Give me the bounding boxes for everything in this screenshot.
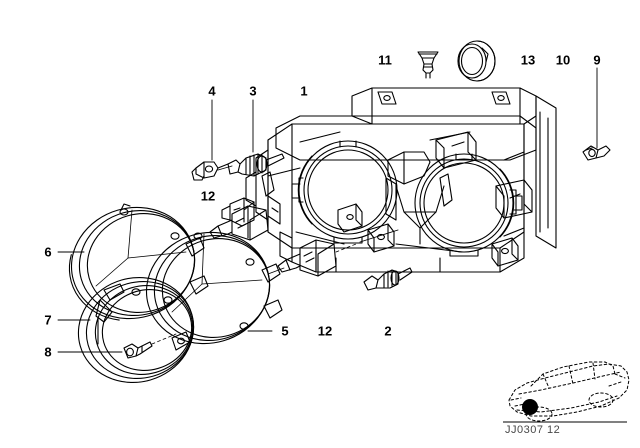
callout-8: 8 <box>44 344 52 360</box>
callout-6: 6 <box>44 244 52 260</box>
callout-13: 13 <box>520 52 536 68</box>
callout-12-upper: 12 <box>200 188 216 204</box>
headlight-position-dot <box>522 399 538 415</box>
callout-3: 3 <box>249 83 257 99</box>
locator-caption: JJ0307 12 <box>505 424 561 436</box>
callout-5: 5 <box>281 323 289 339</box>
callout-12-lower: 12 <box>317 323 333 339</box>
callout-9: 9 <box>593 52 601 68</box>
vehicle-locator: JJ0307 12 <box>497 352 633 444</box>
callout-4: 4 <box>208 83 216 99</box>
callout-10: 10 <box>555 52 571 68</box>
callout-11: 11 <box>378 52 392 68</box>
callout-7: 7 <box>44 312 52 328</box>
callout-1: 1 <box>300 83 308 99</box>
car-side-silhouette-icon <box>503 361 630 423</box>
callout-2: 2 <box>384 323 392 339</box>
